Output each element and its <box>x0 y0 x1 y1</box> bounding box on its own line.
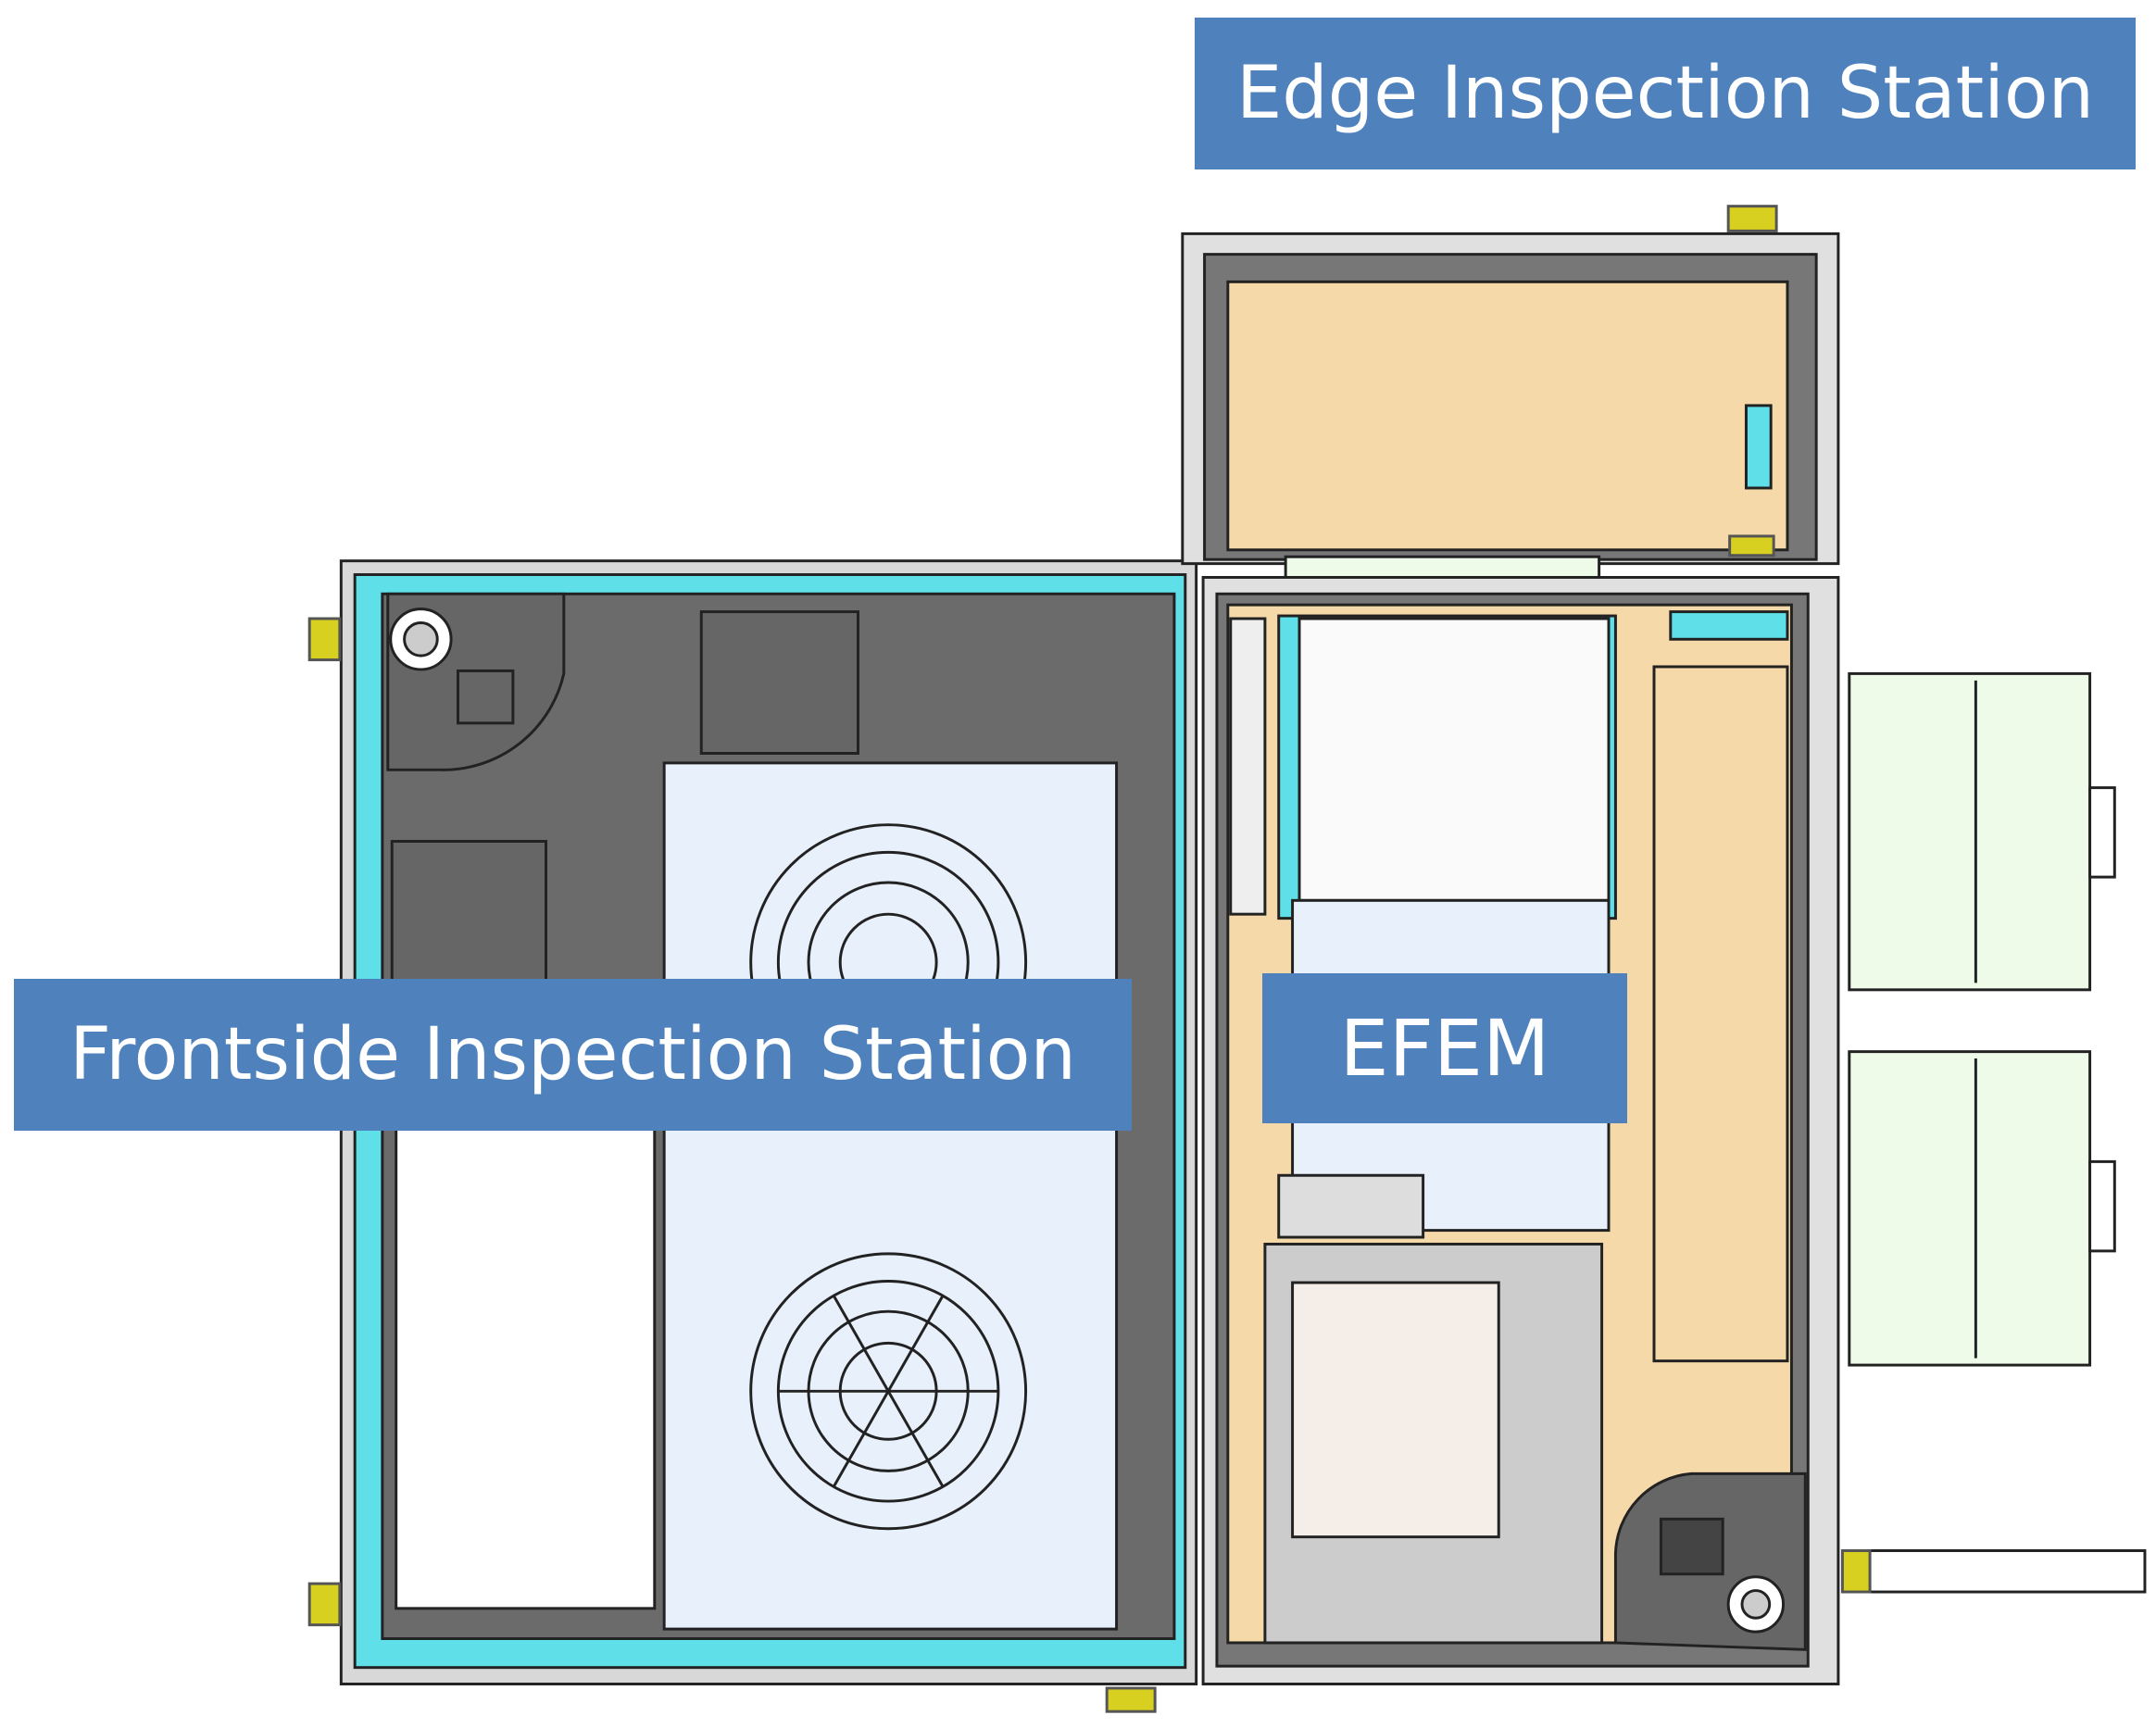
frontside-inspection-station-label: Frontside Inspection Station <box>14 979 1132 1131</box>
edge-station <box>1181 232 1840 607</box>
connectors <box>307 205 1872 1713</box>
efem-label: EFEM <box>1262 973 1627 1123</box>
load-port-bottom <box>1848 1050 2116 1367</box>
fan-icon <box>1726 1575 1786 1634</box>
fan-icon <box>749 1252 1028 1531</box>
fan-icon <box>389 607 453 671</box>
load-port-top <box>1848 671 2116 992</box>
edge-inspection-station-label: Edge Inspection Station <box>1195 18 2136 169</box>
efem <box>1201 576 1840 1685</box>
